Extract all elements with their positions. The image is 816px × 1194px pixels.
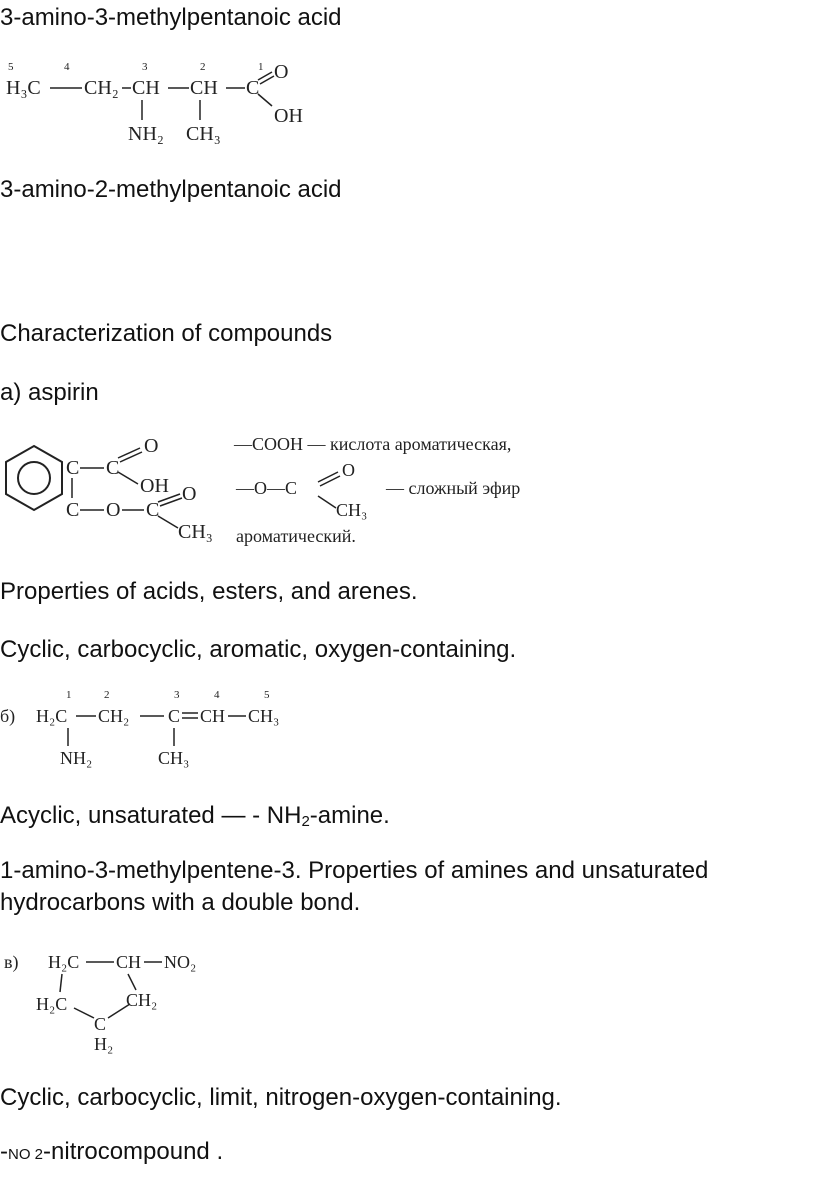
item-a-label: a) aspirin (0, 379, 99, 406)
label-b: б) (0, 706, 15, 727)
ring-carbon: C (66, 457, 79, 479)
chain-atom: CH₂ (98, 706, 129, 726)
nitro-group: NO₂ (164, 952, 196, 972)
classification-b-subscript: 2 (301, 813, 310, 830)
atom-number: 1 (66, 689, 72, 701)
ester-group-note: —O—C (235, 478, 297, 498)
chain-atom: CH (132, 77, 160, 99)
chain-atom: CH₃ (248, 706, 279, 726)
atom-number: 3 (174, 689, 180, 701)
name-b-line-2: hydrocarbons with a double bond. (0, 889, 361, 916)
nitro-line: -NO 2-nitrocompound . (0, 1136, 223, 1171)
structural-formula-c: в) H₂C CH NO₂ H₂C CH₂ C H₂ (0, 938, 240, 1063)
chain-atom: CH₂ (84, 77, 119, 99)
ester-carbon: C (146, 499, 159, 521)
atom-number: 1 (258, 61, 264, 73)
ring-atom-hydrogens: H₂ (94, 1034, 113, 1054)
aromatic-note: ароматический. (236, 526, 356, 546)
ring-atom: H₂C (36, 994, 67, 1014)
section-heading: Characterization of compounds (0, 320, 333, 347)
hydroxyl-group: OH (274, 105, 303, 127)
nitro-suffix: -nitrocompound . (43, 1138, 224, 1165)
ester-oxygen: O (106, 499, 120, 521)
chain-atom: CH (200, 706, 225, 726)
atom-number: 2 (104, 689, 110, 701)
compound-name-2: 3-amino-2-methylpentanoic acid (0, 176, 342, 203)
atom-number: 5 (264, 689, 270, 701)
classification-b-suffix: -amine. (309, 802, 390, 829)
ring-atom: CH₂ (126, 990, 157, 1010)
atom-number: 4 (214, 689, 220, 701)
ester-group-oxygen: O (342, 460, 355, 480)
atom-number: 4 (64, 61, 70, 73)
structural-formula-b: 1 2 3 4 5 б) H₂C CH₂ C CH CH₃ NH₂ CH₃ (0, 684, 320, 779)
name-b-line-1: 1-amino-3-methylpentene-3. Properties of… (0, 857, 709, 884)
nitro-group-small: NO 2 (8, 1146, 44, 1163)
label-c: в) (4, 952, 19, 973)
structural-formula-aspirin: C C C O OH O C O CH₃ —COOH — кислота аро… (0, 422, 610, 557)
classification-c: Cyclic, carbocyclic, limit, nitrogen-oxy… (0, 1084, 562, 1111)
ester-carbonyl-oxygen: O (182, 483, 196, 505)
atom-number: 3 (142, 61, 148, 73)
ring-atom: CH (116, 952, 141, 972)
cooh-note: —COOH — кислота ароматическая, (233, 434, 511, 454)
chain-atom: C (246, 77, 259, 99)
chain-atom: CH (190, 77, 218, 99)
carbonyl-carbon: C (106, 457, 119, 479)
methyl-substituent: CH₃ (186, 123, 221, 145)
ester-group-methyl: CH₃ (336, 500, 367, 520)
carbonyl-oxygen: O (144, 435, 158, 457)
chain-atom: C (168, 706, 180, 726)
chain-atom: H₃C (6, 77, 41, 99)
ring-carbon: C (66, 499, 79, 521)
hydroxyl-group: OH (140, 475, 169, 497)
ester-note: — сложный эфир (385, 478, 520, 498)
atom-number: 2 (200, 61, 206, 73)
atom-number: 5 (8, 61, 14, 73)
methyl-substituent: CH₃ (158, 748, 189, 768)
classification-b-text: Acyclic, unsaturated — - NH (0, 802, 302, 829)
ring-atom: H₂C (48, 952, 79, 972)
properties-a: Properties of acids, esters, and arenes. (0, 578, 418, 605)
methyl-group: CH₃ (178, 521, 213, 543)
amino-substituent: NH₂ (128, 123, 164, 145)
nitro-prefix: - (0, 1138, 8, 1165)
compound-name-1: 3-amino-3-methylpentanoic acid (0, 4, 342, 31)
amino-substituent: NH₂ (60, 748, 92, 768)
ring-atom: C (94, 1014, 106, 1034)
chain-atom: H₂C (36, 706, 67, 726)
structural-formula-3-amino-3-methylpentanoic-acid: 5 4 3 2 1 H₃C CH₂ CH CH C O OH NH₂ CH₃ (0, 50, 320, 155)
classification-a: Cyclic, carbocyclic, aromatic, oxygen-co… (0, 636, 517, 663)
classification-b: Acyclic, unsaturated — - NH2-amine. (0, 800, 390, 835)
carbonyl-oxygen: O (274, 61, 288, 83)
